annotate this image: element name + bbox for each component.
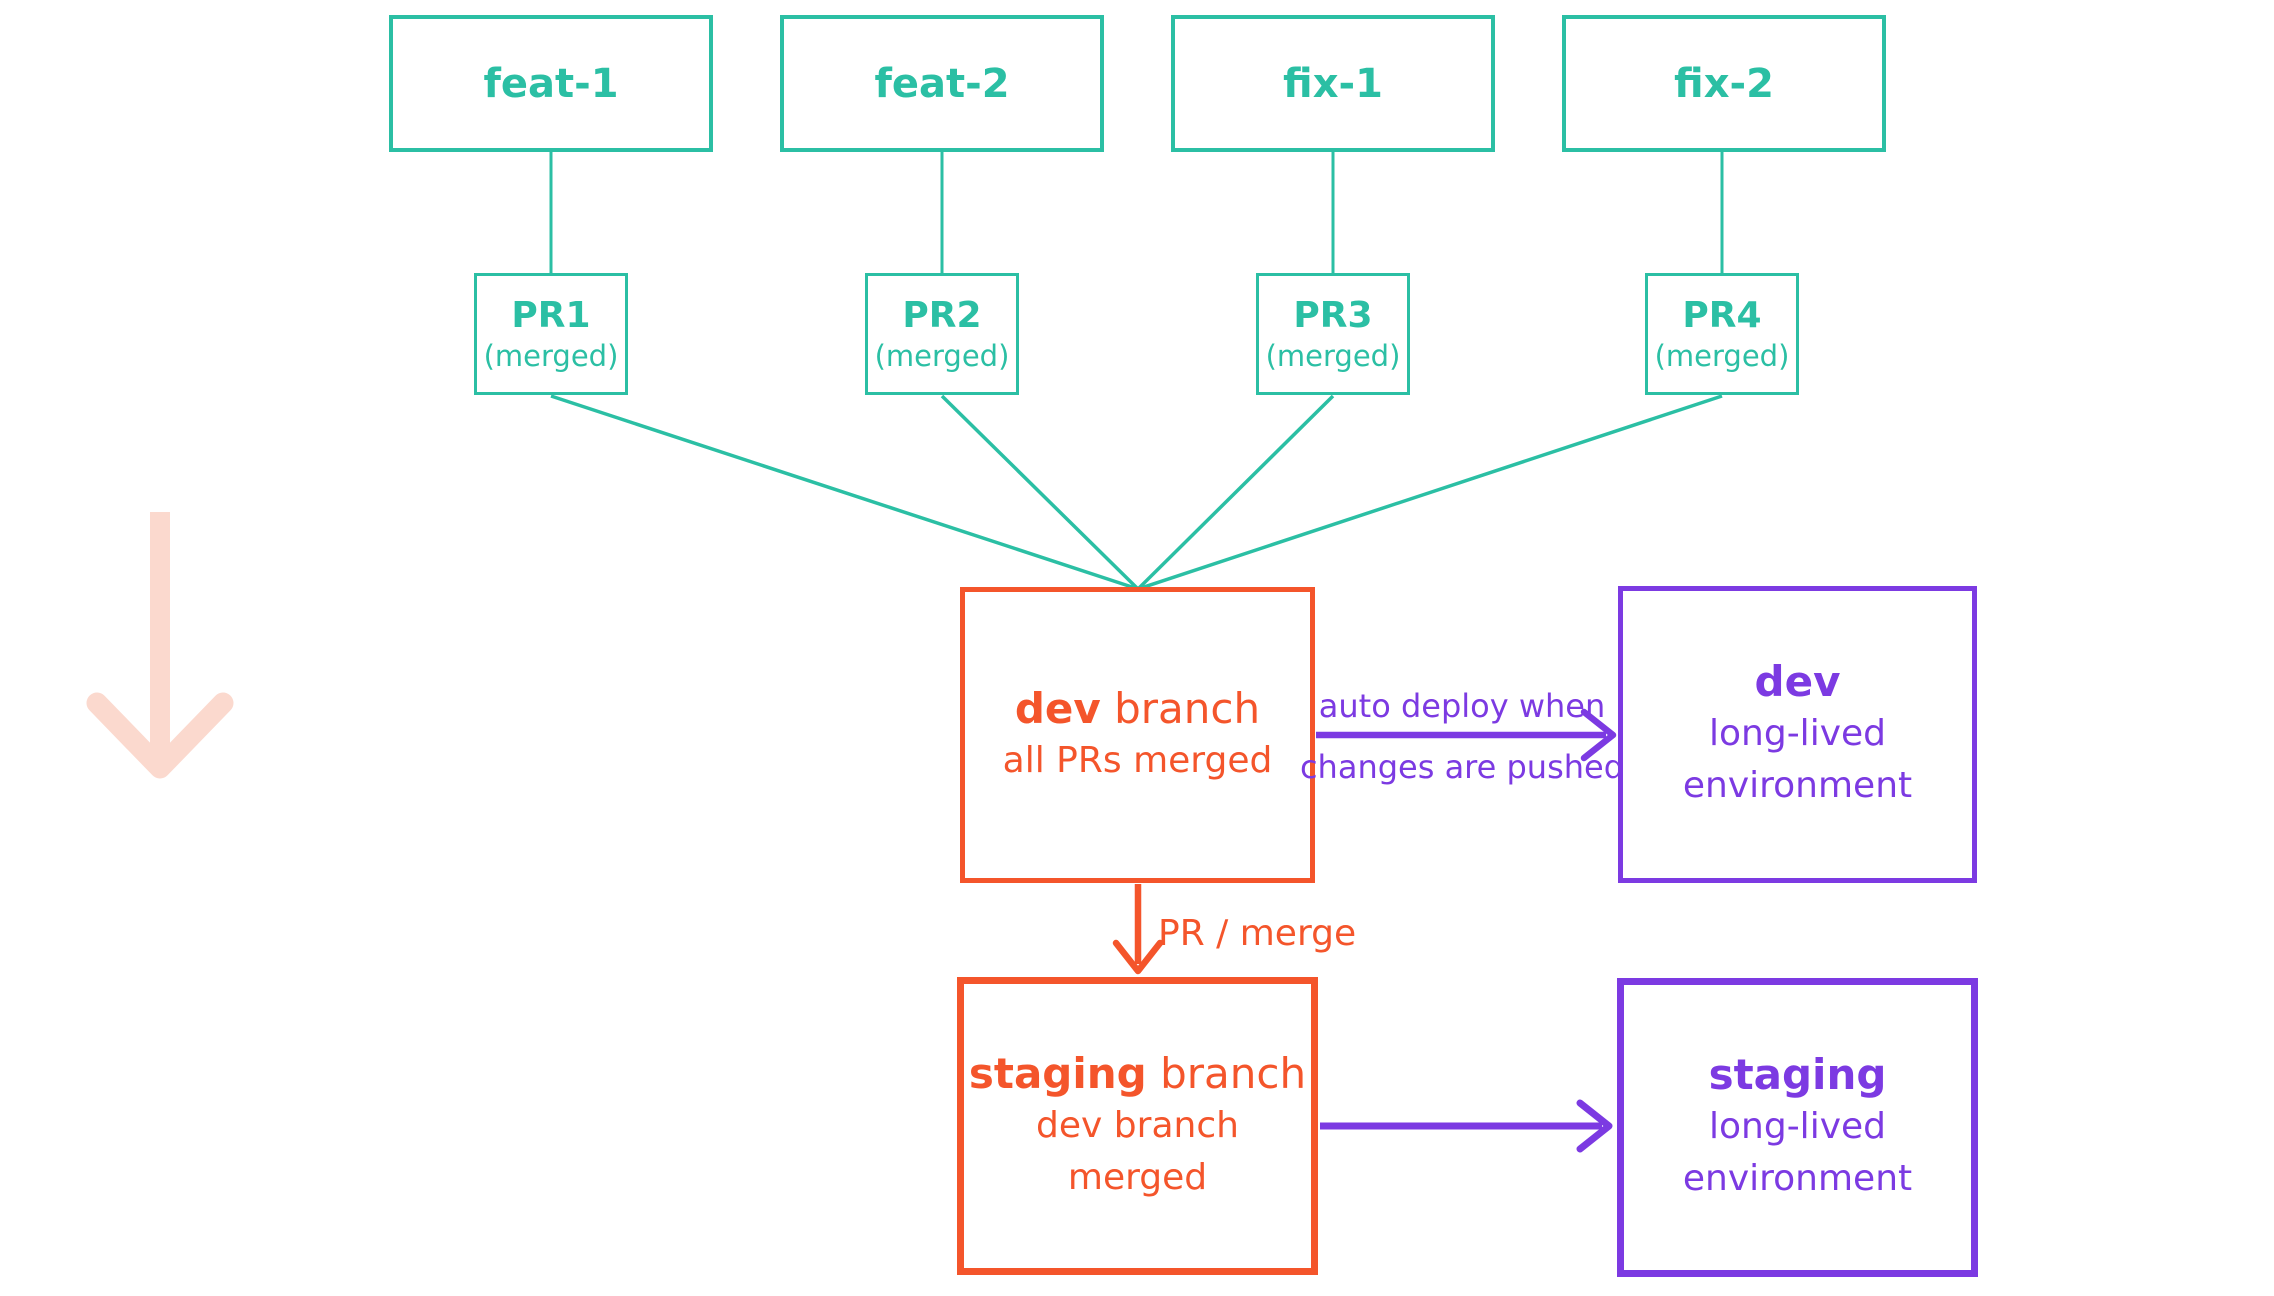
staging-branch-subtitle-rest: branch merged <box>1067 1105 1239 1199</box>
pr-box-2: PR2 (merged) <box>865 273 1019 395</box>
branch-box-feat-1: feat-1 <box>389 15 713 152</box>
staging-branch-subtitle-bold: dev <box>1036 1105 1103 1147</box>
pr-merge-label: PR / merge <box>1158 913 1357 954</box>
staging-environment-box: staging long-lived environment <box>1617 978 1978 1277</box>
staging-branch-title-rest: branch <box>1146 1048 1307 1098</box>
staging-environment-line3: environment <box>1682 1157 1913 1199</box>
pr-title: PR3 <box>1293 294 1373 336</box>
staging-branch-subtitle: dev branch merged <box>964 1100 1311 1204</box>
staging-branch-title-bold: staging <box>968 1048 1147 1098</box>
pr-title: PR1 <box>511 294 591 336</box>
dev-environment-box: dev long-lived environment <box>1618 586 1977 883</box>
pr1-dev-line <box>550 394 1139 591</box>
dev-branch-title: dev branch <box>1015 683 1260 736</box>
staging-environment-line2: long-lived <box>1709 1105 1886 1147</box>
dev-environment-title: dev <box>1754 657 1841 707</box>
dev-environment-line2: long-lived <box>1709 712 1886 754</box>
dev-environment-line3: environment <box>1682 764 1913 806</box>
auto-deploy-label-line1: auto deploy when <box>1318 687 1606 725</box>
pr-status: (merged) <box>1654 338 1790 373</box>
pr-status: (merged) <box>874 338 1010 373</box>
workflow-direction-arrow-icon <box>86 512 234 779</box>
dev-branch-subtitle: all PRs merged <box>1002 740 1273 782</box>
branch-label: fix-1 <box>1283 60 1383 107</box>
dev-branch-title-rest: branch <box>1100 683 1261 733</box>
pr4-dev-line <box>1137 394 1723 591</box>
branch-box-fix-1: fix-1 <box>1171 15 1495 152</box>
staging-branch-title: staging branch <box>969 1048 1306 1101</box>
staging-deploy-arrow-icon <box>1320 1099 1613 1153</box>
branch-label: feat-1 <box>483 60 619 107</box>
branch-box-feat-2: feat-2 <box>780 15 1104 152</box>
staging-environment-title: staging <box>1708 1050 1887 1100</box>
pr-box-3: PR3 (merged) <box>1256 273 1410 395</box>
dev-branch-box: dev branch all PRs merged <box>960 587 1315 883</box>
pr-status: (merged) <box>483 338 619 373</box>
pr-box-1: PR1 (merged) <box>474 273 628 395</box>
branch-label: feat-2 <box>874 60 1010 107</box>
branch-label: fix-2 <box>1674 60 1774 107</box>
branch-box-fix-2: fix-2 <box>1562 15 1886 152</box>
pr2-dev-line <box>940 394 1140 591</box>
pr-box-4: PR4 (merged) <box>1645 273 1799 395</box>
pr-title: PR2 <box>902 294 982 336</box>
pr-title: PR4 <box>1682 294 1762 336</box>
pr3-dev-line <box>1136 394 1335 591</box>
dev-staging-merge-arrow-icon <box>1112 884 1164 975</box>
staging-branch-box: staging branch dev branch merged <box>957 977 1318 1275</box>
auto-deploy-label-line2: changes are pushed <box>1299 748 1625 786</box>
pr-status: (merged) <box>1265 338 1401 373</box>
dev-branch-title-bold: dev <box>1014 683 1101 733</box>
